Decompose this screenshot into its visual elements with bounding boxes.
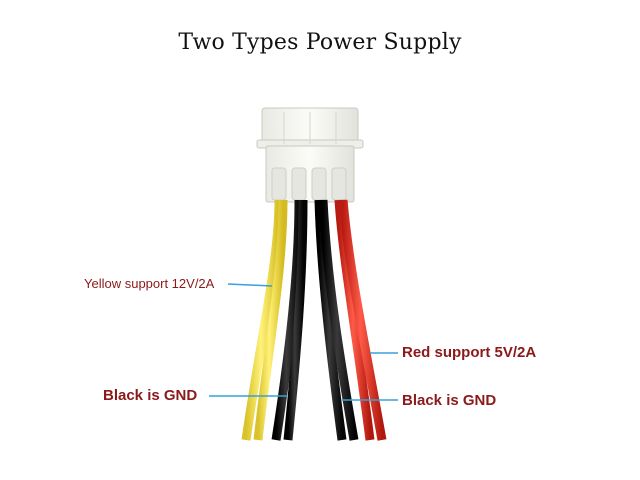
label-red-wire: Red support 5V/2A	[402, 344, 537, 361]
connector-plug	[256, 107, 364, 203]
leader-yellow	[227, 283, 273, 287]
black-wire-left	[271, 199, 308, 441]
label-black-wire-right: Black is GND	[402, 392, 497, 409]
yellow-wire	[241, 199, 288, 441]
black-wire-right	[314, 199, 359, 441]
diagram-title: Two Types Power Supply	[178, 30, 462, 55]
label-yellow-wire: Yellow support 12V/2A	[84, 276, 215, 291]
leader-lines	[209, 283, 398, 401]
label-black-wire-left: Black is GND	[103, 387, 198, 404]
